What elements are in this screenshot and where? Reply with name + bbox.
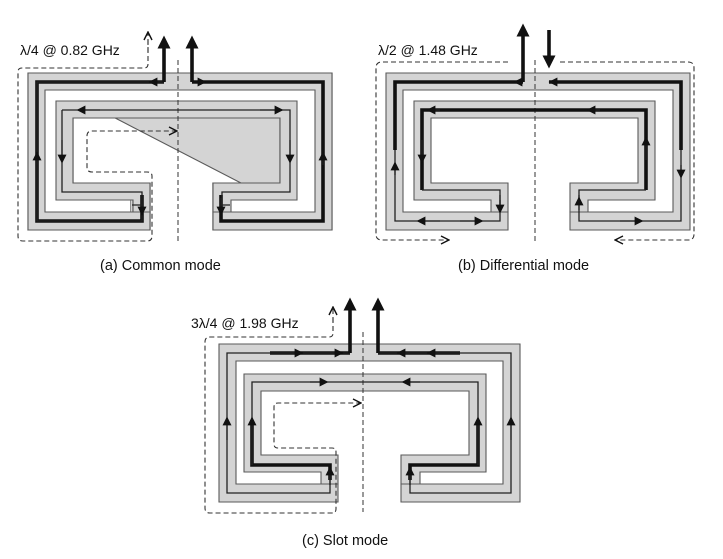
resonance-label: λ/2 @ 1.48 GHz (378, 42, 478, 58)
panel-caption: (c) Slot mode (302, 533, 388, 549)
feed-lines (343, 297, 385, 353)
resonance-label: 3λ/4 @ 1.98 GHz (191, 315, 299, 331)
antenna-trace (385, 72, 691, 231)
feed-lines (516, 23, 556, 82)
resonance-path (204, 318, 360, 514)
panel-slot-mode: 3λ/4 @ 1.98 GHz (c) Slot mode (191, 297, 521, 549)
resonance-path (375, 61, 508, 240)
panel-common-mode: λ/4 @ 0.82 GHz (a) Common mode (17, 33, 333, 274)
resonance-label: λ/4 @ 0.82 GHz (20, 42, 120, 58)
resonance-path (17, 40, 176, 242)
current-paths (222, 348, 516, 494)
panel-caption: (b) Differential mode (458, 258, 589, 274)
panel-differential-mode: λ/2 @ 1.48 GHz (b) Differential mode (375, 23, 695, 274)
antenna-trace (27, 72, 333, 231)
current-paths (32, 77, 328, 223)
current-paths (390, 77, 686, 226)
feed-lines (157, 35, 199, 82)
antenna-trace (218, 343, 521, 503)
panel-caption: (a) Common mode (100, 258, 221, 274)
